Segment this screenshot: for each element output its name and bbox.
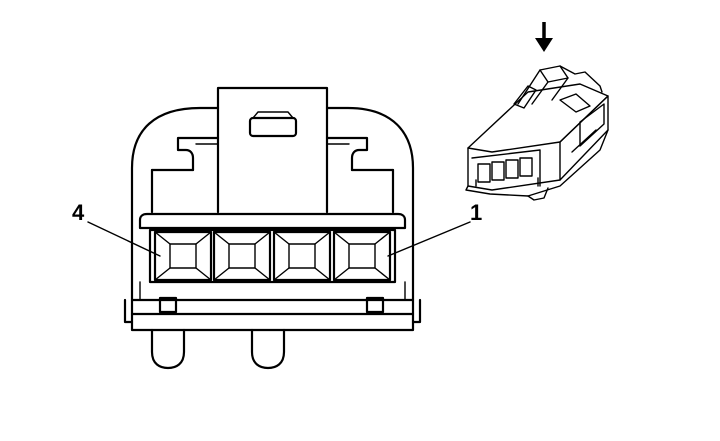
terminal-cavities xyxy=(153,230,392,282)
right-ear xyxy=(325,136,395,214)
connector-face-view xyxy=(87,86,471,370)
latch-block xyxy=(216,106,329,214)
terminal-cavity-3 xyxy=(212,230,272,282)
left-ear xyxy=(150,136,220,214)
terminal-cavity-2 xyxy=(272,230,332,282)
pin-label-left: 4 xyxy=(72,200,85,225)
bottom-feet xyxy=(150,328,286,370)
cavity-frame xyxy=(148,228,397,284)
terminal-cavity-4 xyxy=(153,230,213,282)
leader-line-pin-4 xyxy=(87,221,161,257)
arrow-down-icon xyxy=(535,22,553,52)
connector-housing xyxy=(130,86,415,302)
leader-line-pin-1 xyxy=(387,221,471,257)
lower-body xyxy=(123,281,422,332)
terminal-cavity-1 xyxy=(332,230,392,282)
connector-isometric-view xyxy=(465,65,609,201)
pin-label-right: 1 xyxy=(470,200,482,225)
terminal-shelf xyxy=(138,212,407,230)
